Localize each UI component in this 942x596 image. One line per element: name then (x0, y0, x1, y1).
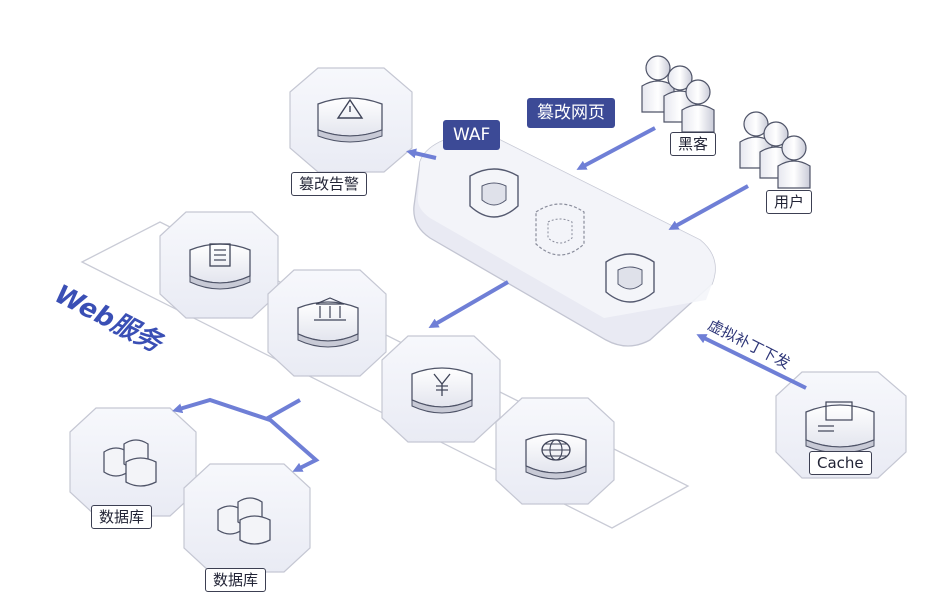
document-server-icon (209, 243, 231, 267)
globe-server-icon (541, 439, 571, 461)
hacker-group (641, 55, 715, 133)
cache-node (775, 371, 907, 479)
alert-node (289, 67, 413, 173)
arrow-hacker-to-waf (576, 126, 656, 170)
hacker-label: 黑客 (670, 132, 717, 156)
waf-shield-icon-3 (605, 253, 655, 303)
database-label-1: 数据库 (91, 505, 153, 529)
web-server-node-3 (381, 335, 501, 443)
bank-server-icon (314, 297, 346, 321)
waf-tag: WAF (443, 120, 501, 150)
cache-label: Cache (809, 451, 872, 475)
arrow-waf-to-alert (406, 148, 437, 160)
database-node-2 (183, 463, 311, 573)
arrow-web-to-database-1 (172, 397, 271, 422)
waf-platform (413, 133, 716, 347)
database-cluster-icon (103, 439, 157, 487)
arrow-waf-to-web (428, 280, 510, 329)
person-group-icon (739, 111, 811, 189)
user-group (739, 111, 811, 189)
user-label: 用户 (766, 190, 813, 214)
warning-triangle-icon (336, 98, 364, 119)
waf-shield-icon-2 (535, 203, 585, 256)
arrow-web-to-database-2 (264, 398, 320, 472)
cache-server-icon (818, 401, 853, 432)
person-group-icon (641, 55, 715, 133)
yen-server-icon (433, 373, 451, 396)
waf-shield-icon-1 (469, 168, 519, 218)
web-server-node-1 (159, 211, 279, 319)
database-node-1 (69, 407, 197, 517)
database-cluster-icon (217, 497, 271, 545)
arrow-user-to-waf (668, 184, 749, 230)
alert-label: 篡改告警 (291, 172, 368, 196)
web-server-node-2 (267, 269, 387, 377)
tamper-tag: 篡改网页 (527, 98, 615, 128)
web-server-node-4 (495, 397, 615, 505)
arrows (172, 126, 807, 472)
arrow-cache-to-waf (696, 334, 807, 390)
database-label-2: 数据库 (205, 568, 267, 592)
